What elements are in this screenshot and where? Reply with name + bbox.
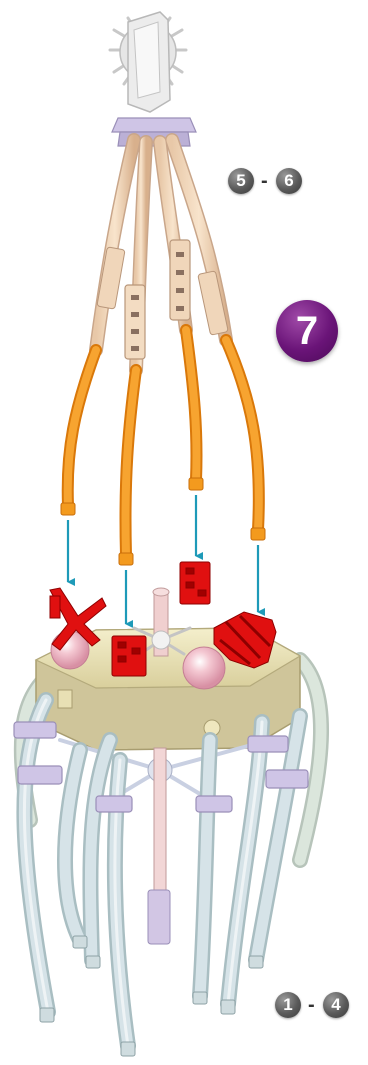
step-range-dash-top: - (261, 171, 268, 191)
red-part-center-left (112, 636, 146, 676)
step-badge-to-top: 6 (276, 168, 302, 194)
current-step-badge: 7 (276, 300, 338, 362)
orange-tubes (61, 330, 265, 565)
step-range-dash-bottom: - (308, 995, 315, 1015)
step-badge-from-top: 5 (228, 168, 254, 194)
top-gear-connector (110, 12, 186, 112)
step-badge-from-bottom: 1 (275, 992, 301, 1018)
red-part-center-right (180, 562, 210, 604)
step-badge-to-bottom: 4 (323, 992, 349, 1018)
